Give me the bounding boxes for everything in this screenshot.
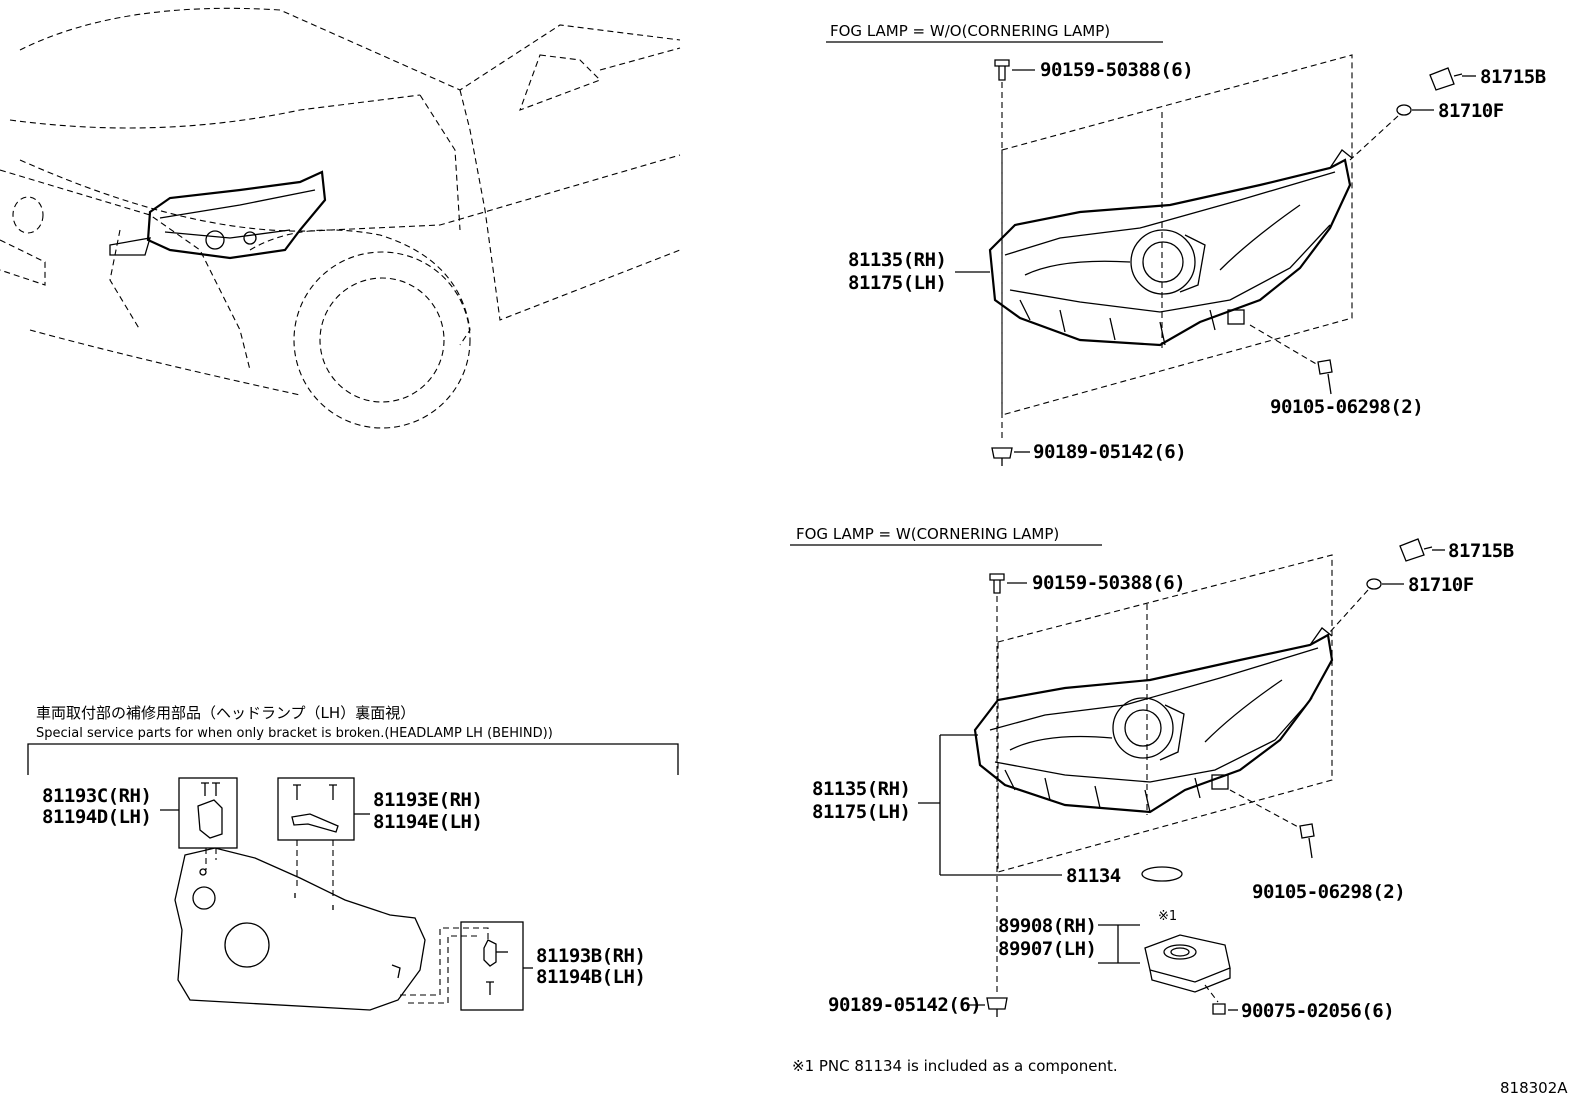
headlamp-assembly (973, 627, 1334, 814)
part-label: 81194E(LH) (373, 811, 482, 833)
part-label: 81135(RH) (848, 249, 946, 271)
ballast-icon (1144, 934, 1231, 993)
section-without-cornering-lamp: FOG LAMP = W/O(CORNERING LAMP) 90159-503… (826, 22, 1546, 466)
part-label: 81710F (1438, 100, 1504, 122)
part-label: 81194D(LH) (42, 806, 151, 828)
part-label: 90159-50388(6) (1040, 59, 1193, 81)
part-label: 81710F (1408, 574, 1474, 596)
socket-icon (1429, 67, 1463, 91)
bulb-icon (1366, 578, 1382, 590)
section-header: FOG LAMP = W/O(CORNERING LAMP) (830, 22, 1110, 40)
section-with-cornering-lamp: FOG LAMP = W(CORNERING LAMP) 90159-50388… (790, 525, 1514, 1022)
o-ring-icon (1141, 866, 1183, 882)
diagram-id: 818302A (1500, 1079, 1568, 1097)
part-label: 90105-06298(2) (1270, 396, 1423, 418)
part-label: 90105-06298(2) (1252, 881, 1405, 903)
part-label: 81175(LH) (848, 272, 946, 294)
service-title-jp: 車両取付部の補修用部品（ヘッドランプ（LH）裏面視） (36, 704, 415, 722)
screw-icon (1299, 823, 1315, 859)
bracket-icon (483, 939, 508, 995)
bulb-icon (1396, 104, 1412, 116)
part-label: 81175(LH) (812, 801, 910, 823)
bolt-icon (989, 573, 1005, 594)
clip-icon (991, 447, 1013, 466)
part-label: 81193E(RH) (373, 789, 482, 811)
part-label: 89908(RH) (998, 915, 1096, 937)
part-label: 81193B(RH) (536, 945, 645, 967)
socket-icon (1399, 538, 1433, 562)
part-label: 81715B (1480, 66, 1546, 88)
part-label: 90159-50388(6) (1032, 572, 1185, 594)
footnote-mark: ※1 (1158, 909, 1177, 924)
part-label: 90189-05142(6) (828, 994, 981, 1016)
footnote: ※1 PNC 81134 is included as a component. (792, 1057, 1118, 1075)
part-label: 89907(LH) (998, 938, 1096, 960)
bolt-icon (994, 59, 1010, 81)
headlamp-assembly (988, 149, 1353, 347)
screw-icon (1212, 1003, 1226, 1015)
vehicle-illustration (0, 7, 681, 429)
service-title-en: Special service parts for when only brac… (36, 726, 553, 741)
part-label: 81194B(LH) (536, 966, 645, 988)
part-label: 81715B (1448, 540, 1514, 562)
section-service-parts: 車両取付部の補修用部品（ヘッドランプ（LH）裏面視） Special servi… (27, 704, 679, 1011)
bracket-icon (291, 784, 339, 833)
part-label: 90189-05142(6) (1033, 441, 1186, 463)
headlamp-rear-view (174, 847, 426, 1011)
part-label: 81134 (1066, 865, 1121, 887)
part-label: 90075-02056(6) (1241, 1000, 1394, 1022)
clip-icon (986, 997, 1008, 1017)
screw-icon (1317, 359, 1333, 395)
bracket-icon (197, 782, 223, 839)
part-label: 81193C(RH) (42, 785, 151, 807)
section-header: FOG LAMP = W(CORNERING LAMP) (796, 525, 1059, 543)
part-label: 81135(RH) (812, 778, 910, 800)
